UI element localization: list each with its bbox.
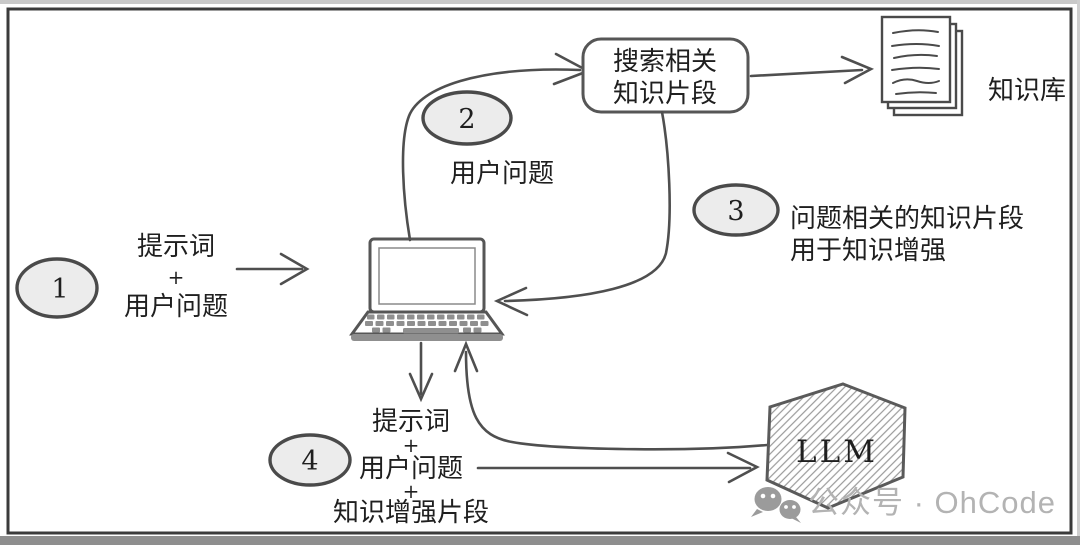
- step4-circle: [268, 433, 352, 487]
- arrow-to-laptop-head: [493, 286, 529, 317]
- arrow-laptop-down-head: [408, 372, 434, 403]
- step3-label-line1: 问题相关的知识片段: [790, 204, 1024, 234]
- arrow-searchbox-to-kb-head: [840, 55, 875, 85]
- step4-number: 4: [301, 446, 318, 477]
- laptop-spacebar: [403, 328, 459, 334]
- search-box: 搜索相关 知识片段: [581, 37, 750, 114]
- laptop-screen-inner: [378, 247, 476, 305]
- step3-number: 3: [727, 196, 744, 227]
- watermark: 公众号 · OhCode: [751, 485, 1056, 523]
- knowledge-base-label: 知识库: [988, 76, 1066, 106]
- curve-llm-to-laptop: [464, 350, 769, 451]
- arrow-llm-to-laptop-head: [453, 340, 479, 373]
- llm-hexagon: [765, 382, 907, 510]
- step2-circle: [421, 90, 513, 146]
- step3-circle: [692, 183, 780, 237]
- step4-label-line5: 知识增强片段: [333, 498, 489, 528]
- laptop-keys: [365, 314, 489, 334]
- right-edge-strip: [1077, 0, 1080, 537]
- step1-label-line2: +: [168, 265, 185, 289]
- step1-node: 1 提示词 + 用户问题: [15, 232, 310, 322]
- step4-node: 4 提示词 + 用户问题 + 知识增强片段: [268, 407, 760, 528]
- step4-label-line3: 用户问题: [359, 454, 463, 484]
- step2-label: 用户问题: [450, 159, 554, 189]
- step3-label-line2: 用于知识增强: [790, 236, 946, 266]
- arrow-step1-to-laptop-head: [279, 252, 310, 286]
- llm-node: LLM: [765, 382, 907, 510]
- documents-icon: [880, 15, 964, 117]
- search-box-line1: 搜索相关: [613, 47, 717, 77]
- arrow-searchbox-to-kb-line: [749, 68, 864, 78]
- step2-node: 2 用户问题: [401, 52, 592, 242]
- knowledge-base-node: 知识库: [749, 15, 1066, 117]
- search-box-shape: [581, 37, 750, 114]
- step1-label-line3: 用户问题: [124, 292, 228, 322]
- wechat-icon: [751, 487, 801, 523]
- laptop-icon: [349, 237, 505, 341]
- curve-searchbox-to-laptop: [503, 110, 671, 303]
- top-edge-strip: [0, 0, 1080, 4]
- step4-label-line4: +: [403, 479, 420, 503]
- step1-number: 1: [51, 274, 68, 305]
- bottom-gray-bar: [0, 536, 1080, 545]
- step1-label-line1: 提示词: [137, 232, 215, 262]
- laptop-llm-links: [408, 340, 769, 451]
- step4-label-line1: 提示词: [372, 407, 450, 437]
- laptop-base: [351, 334, 503, 341]
- search-box-line2: 知识片段: [613, 79, 717, 109]
- step1-circle: [15, 257, 99, 319]
- step2-number: 2: [458, 104, 475, 135]
- llm-label: LLM: [796, 434, 878, 470]
- step3-node: 3 问题相关的知识片段 用于知识增强: [493, 110, 1024, 317]
- arrow-to-llm-head: [726, 451, 760, 484]
- step4-label-line2: +: [403, 433, 420, 457]
- watermark-text: 公众号 · OhCode: [808, 485, 1056, 520]
- curve-laptop-to-searchbox: [401, 68, 582, 242]
